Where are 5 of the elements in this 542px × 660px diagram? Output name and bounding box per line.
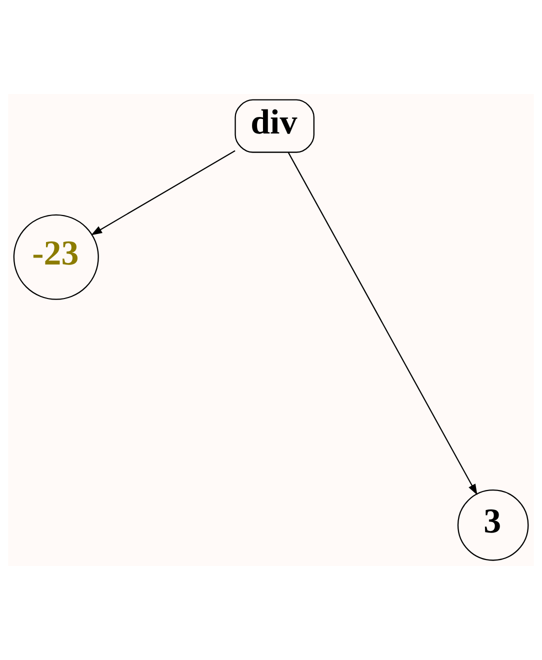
node-circle: 3 [457, 490, 529, 561]
arrow [90, 150, 236, 236]
arrow [288, 152, 478, 496]
node-circle: -23 [13, 214, 99, 300]
node-box: div [234, 99, 315, 153]
